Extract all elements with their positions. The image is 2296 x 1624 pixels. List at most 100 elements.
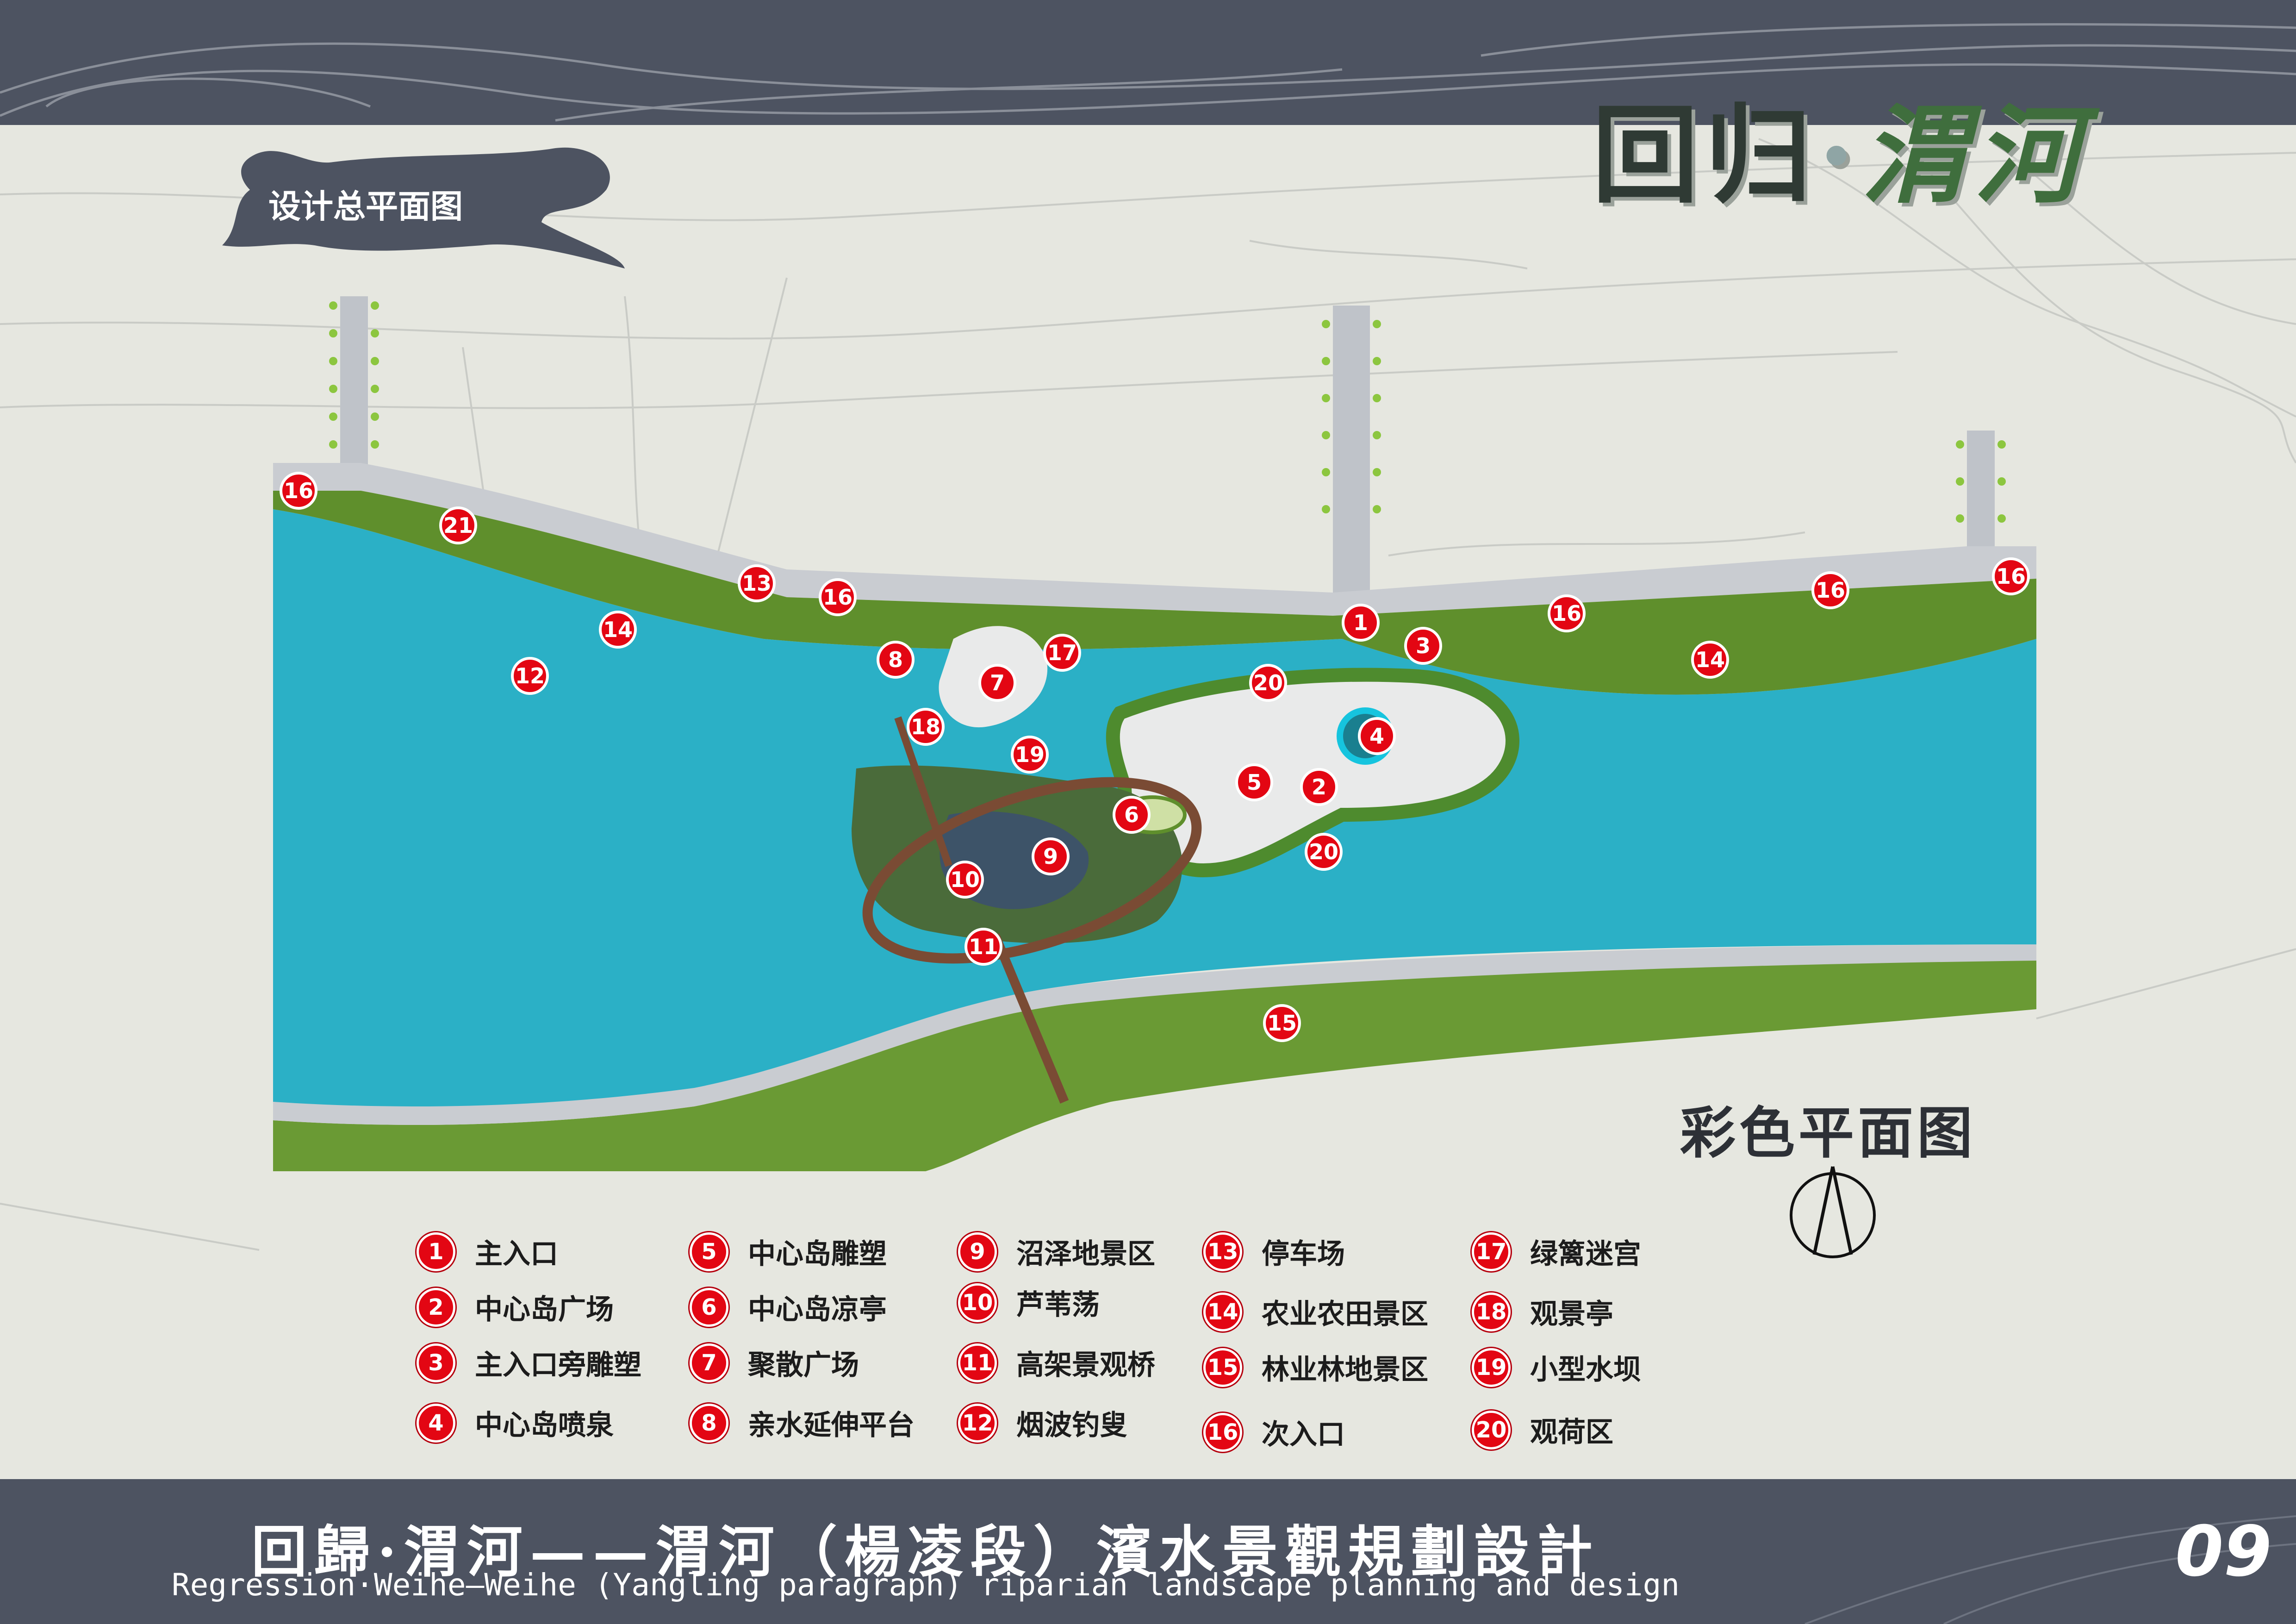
marker-number: 17 — [1047, 640, 1077, 665]
marker-number: 12 — [515, 663, 545, 688]
legend-label: 停车场 — [1262, 1238, 1345, 1270]
marker-number: 6 — [1124, 802, 1139, 827]
legend-number: 6 — [690, 1287, 728, 1327]
marker-number: 16 — [1552, 601, 1581, 626]
legend-number: 1 — [417, 1232, 455, 1271]
legend-label: 观景亭 — [1530, 1298, 1613, 1330]
footer-band-contours — [1804, 1515, 2296, 1624]
marker-number: 15 — [1267, 1011, 1297, 1036]
legend-item-17: 17 绿篱迷宫 — [1472, 1231, 1641, 1272]
plan-marker-14b: 14 — [1691, 641, 1729, 679]
plan-marker-12: 12 — [511, 657, 549, 695]
plan-markers: 16 21 13 16 14 12 8 7 17 1 3 16 16 14 16… — [280, 472, 2030, 1042]
legend-item-15: 15 林业林地景区 — [1203, 1347, 1428, 1387]
north-bank-road — [273, 463, 2036, 616]
legend-number: 12 — [958, 1403, 997, 1443]
marker-number: 16 — [1996, 564, 2026, 589]
marker-number: 21 — [443, 513, 473, 538]
plan-marker-16c: 16 — [1548, 594, 1586, 632]
title-main-text: 回归 — [1592, 93, 1818, 218]
north-bank-greenery — [273, 491, 2036, 695]
legend-number: 4 — [417, 1403, 455, 1443]
marker-number: 9 — [1043, 844, 1058, 869]
marker-number: 1 — [1353, 610, 1368, 635]
legend-number: 16 — [1203, 1412, 1242, 1452]
marker-number: 16 — [823, 585, 852, 610]
header-band — [0, 0, 2296, 125]
legend-label: 亲水延伸平台 — [748, 1409, 915, 1442]
marker-number: 10 — [950, 867, 980, 892]
legend-item-7: 7 聚散广场 — [690, 1343, 859, 1383]
legend-label: 观荷区 — [1530, 1416, 1613, 1449]
legend-number: 7 — [690, 1343, 728, 1382]
legend-item-2: 2 中心岛广场 — [417, 1287, 614, 1327]
marker-number: 5 — [1247, 770, 1262, 795]
marker-number: 4 — [1369, 724, 1384, 749]
plan-marker-13: 13 — [738, 564, 776, 602]
legend-number: 9 — [958, 1232, 997, 1271]
legend-label: 农业农田景区 — [1262, 1298, 1428, 1330]
plan-marker-11: 11 — [964, 928, 1002, 966]
legend-label: 小型水坝 — [1530, 1354, 1641, 1386]
page-number: 09 — [2175, 1512, 2272, 1592]
plan-marker-2: 2 — [1300, 768, 1338, 806]
legend-item-19: 19 小型水坝 — [1472, 1347, 1641, 1387]
footer-title: 回歸·渭河——渭河（楊凌段）濱水景觀規劃設計 — [251, 1519, 1600, 1585]
access-roads — [340, 296, 1995, 602]
marker-number: 3 — [1416, 633, 1431, 658]
plan-marker-10: 10 — [946, 861, 984, 899]
marker-number: 14 — [603, 617, 633, 642]
legend-number: 15 — [1203, 1348, 1242, 1387]
plan-marker-16d: 16 — [1811, 571, 1849, 609]
legend-number: 18 — [1472, 1292, 1511, 1331]
main-title: 回归·渭河 — [1592, 69, 2087, 224]
plan-marker-20b: 20 — [1305, 833, 1343, 871]
plan-marker-21: 21 — [439, 506, 477, 544]
legend-label: 绿篱迷宫 — [1530, 1238, 1641, 1270]
plan-marker-17: 17 — [1043, 634, 1081, 672]
legend-label: 聚散广场 — [748, 1349, 859, 1381]
brush-stroke-icon — [222, 147, 625, 269]
marker-number: 20 — [1309, 839, 1338, 864]
plan-marker-5: 5 — [1235, 763, 1273, 801]
plan-marker-3: 3 — [1404, 627, 1442, 665]
legend-label: 烟波钓叟 — [1016, 1409, 1127, 1442]
plan-marker-16b: 16 — [819, 578, 857, 616]
legend-label: 林业林地景区 — [1262, 1354, 1428, 1386]
section-label-text: 设计总平面图 — [268, 187, 463, 225]
legend-label: 主入口旁雕塑 — [475, 1349, 641, 1381]
legend-number: 2 — [417, 1287, 455, 1327]
legend-number: 17 — [1472, 1232, 1511, 1271]
title-dot: · — [1818, 93, 1862, 218]
plan-marker-20a: 20 — [1249, 664, 1287, 702]
elevated-bridge-ramp — [990, 933, 1069, 1104]
legend-item-4: 4 中心岛喷泉 — [417, 1403, 614, 1443]
elevated-bridge-spur — [894, 716, 952, 867]
plan-marker-16e: 16 — [1992, 557, 2030, 595]
legend-number: 19 — [1472, 1348, 1511, 1387]
footer-band — [0, 1479, 2296, 1624]
south-bank-road — [273, 944, 2036, 1125]
legend-item-13: 13 停车场 — [1203, 1231, 1345, 1272]
marker-number: 18 — [911, 714, 940, 739]
section-label: 设计总平面图 — [222, 139, 629, 273]
legend-number: 5 — [690, 1232, 728, 1271]
marker-number: 19 — [1015, 742, 1045, 767]
north-arrow-icon — [1790, 1166, 1876, 1258]
legend-label: 中心岛广场 — [475, 1293, 614, 1326]
legend-number: 13 — [1203, 1232, 1242, 1271]
marker-number: 16 — [1816, 578, 1845, 603]
plan-marker-9: 9 — [1032, 837, 1070, 875]
elevated-bridge — [862, 777, 1202, 964]
plan-marker-1: 1 — [1342, 604, 1380, 642]
marker-number: 16 — [284, 478, 313, 503]
legend-label: 中心岛喷泉 — [475, 1409, 614, 1442]
